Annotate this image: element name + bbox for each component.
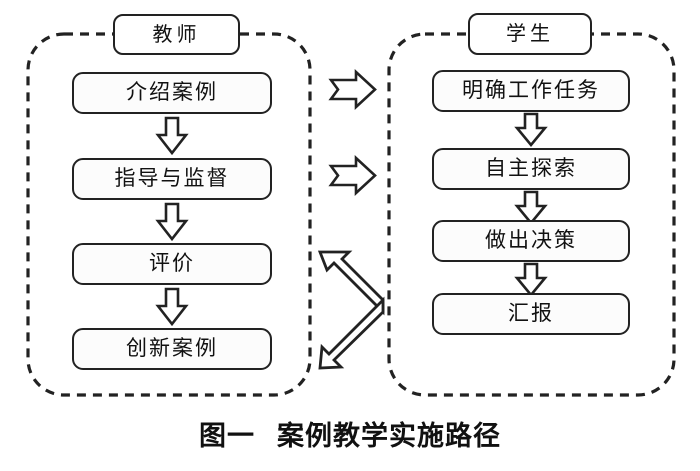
step-label: 指导与监督 — [114, 165, 230, 190]
step-box-introduce-case[interactable]: 介绍案例 — [72, 72, 272, 114]
step-box-independent-exploration[interactable]: 自主探索 — [432, 148, 630, 190]
down-block-arrow-icon — [514, 112, 548, 148]
step-label: 明确工作任务 — [462, 77, 600, 102]
lane-title-student: 学生 — [468, 13, 592, 55]
right-block-arrow-icon — [328, 69, 377, 110]
figure-caption-title: 案例教学实施路径 — [277, 421, 501, 452]
down-block-arrow-icon — [155, 202, 189, 242]
lane-title-teacher: 教师 — [113, 14, 240, 55]
figure-caption: 图一案例教学实施路径 — [0, 414, 700, 453]
lane-title-student-label: 学生 — [506, 21, 554, 45]
step-box-report[interactable]: 汇报 — [432, 293, 630, 335]
step-label: 创新案例 — [126, 335, 218, 360]
right-block-arrow-icon — [328, 155, 377, 196]
figure-caption-number: 图一 — [199, 421, 255, 452]
down-block-arrow-icon — [155, 287, 189, 327]
bent-double-headed-arrow-icon — [318, 296, 385, 370]
step-box-evaluate[interactable]: 评价 — [72, 243, 272, 285]
bent-double-headed-arrow-icon — [317, 250, 385, 316]
step-label: 自主探索 — [485, 155, 577, 180]
down-block-arrow-icon — [514, 190, 548, 226]
step-label: 评价 — [149, 250, 195, 275]
step-label: 做出决策 — [485, 227, 577, 252]
step-box-innovate-case[interactable]: 创新案例 — [72, 328, 272, 370]
step-box-clarify-work-task[interactable]: 明确工作任务 — [432, 70, 630, 112]
down-block-arrow-icon — [155, 116, 189, 156]
step-box-guide-and-supervise[interactable]: 指导与监督 — [72, 158, 272, 200]
step-box-make-decision[interactable]: 做出决策 — [432, 220, 630, 262]
lane-title-teacher-label: 教师 — [152, 21, 201, 46]
step-label: 汇报 — [508, 300, 554, 325]
step-label: 介绍案例 — [126, 79, 218, 104]
down-block-arrow-icon — [514, 262, 548, 298]
